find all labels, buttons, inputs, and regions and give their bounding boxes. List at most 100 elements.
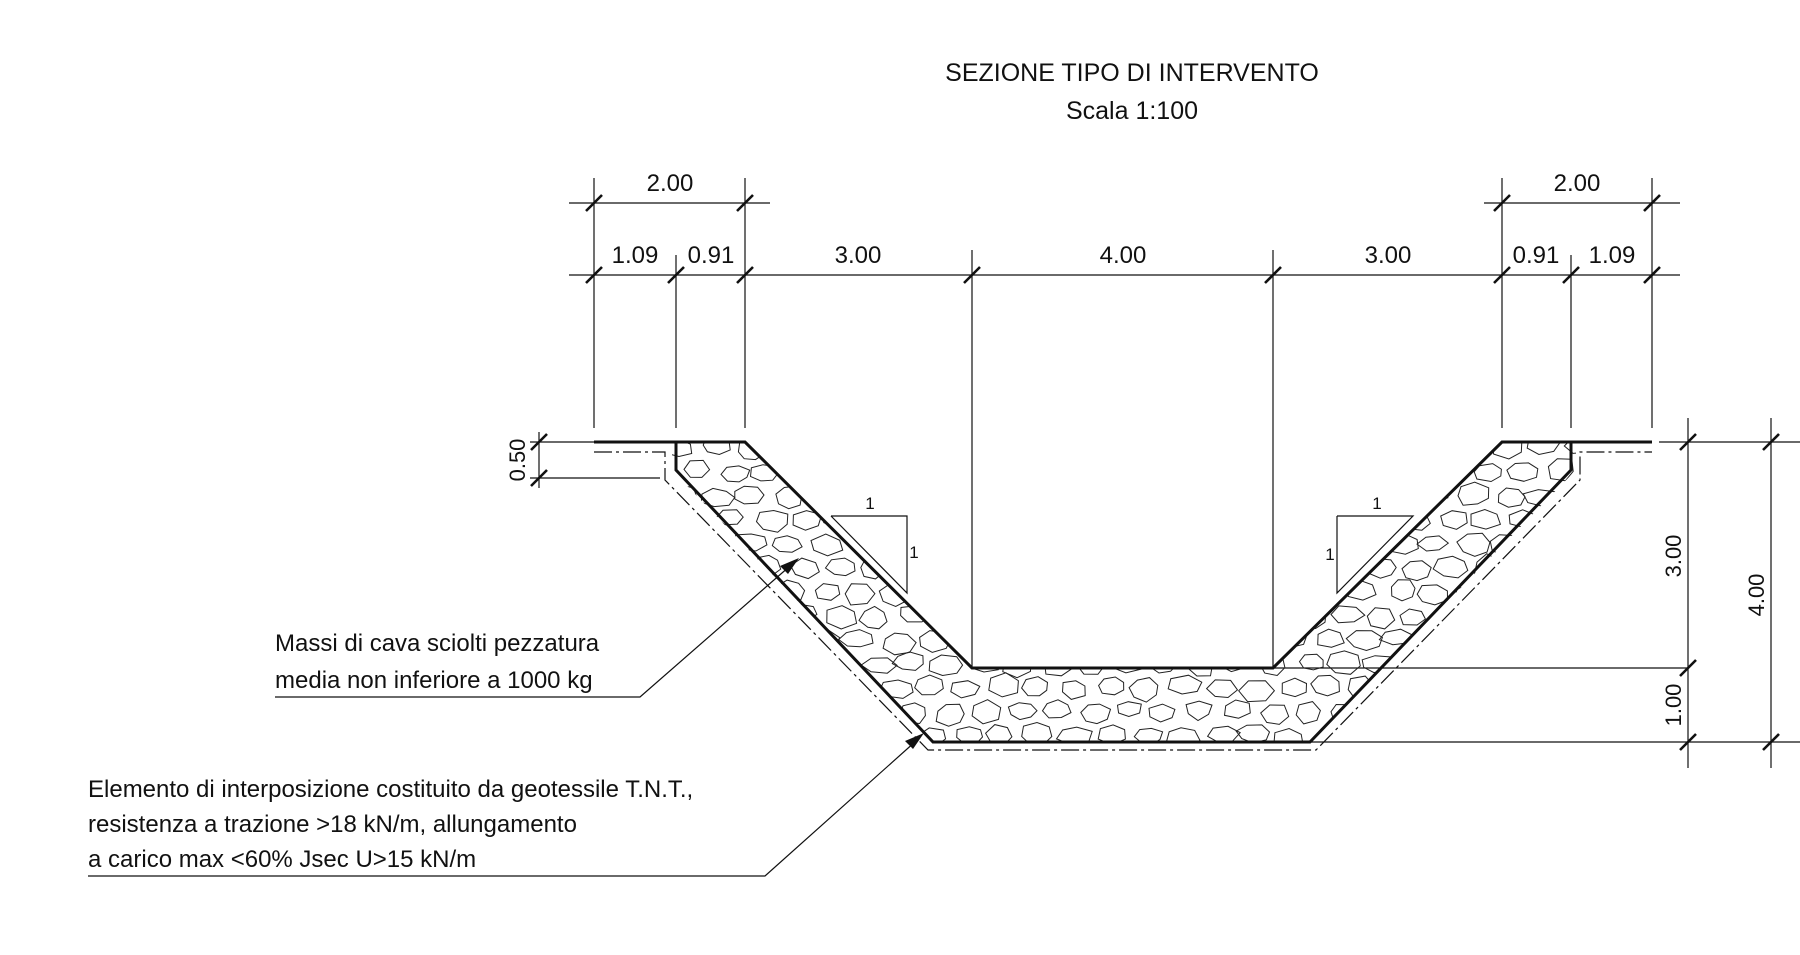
geo-note-line3: a carico max <60% Jsec U>15 kN/m [88,846,476,873]
rock-stone [700,487,736,508]
top-dimension-lines [569,178,1680,668]
rock-stone [715,701,747,722]
rock-stone [1281,677,1308,698]
rock-stone [1564,532,1576,553]
rock-stone [1474,654,1511,678]
rock-stone [1298,653,1324,671]
rock-stone [1040,556,1066,575]
rock-stone [814,727,843,742]
rock-stone [928,654,964,677]
rock-stone [1229,508,1253,533]
rock-stone [701,630,735,650]
rock-stone [1046,460,1076,483]
dim-span-1: 3.00 [835,242,882,269]
rock-stone [1293,507,1322,530]
rock-stone [1094,442,1124,459]
rock-stone [788,701,816,721]
rock-stone [1095,631,1130,649]
rock-stone [1205,582,1238,605]
rock-stone [1238,680,1276,703]
rock-stone [1525,727,1558,742]
rock-stone [883,442,916,463]
rock-stone [1526,442,1561,456]
rock-stone [843,442,875,460]
rock-stone [1437,609,1471,627]
rock-stone [1039,607,1071,628]
rock-stone [1024,583,1055,601]
rock-stone [1454,627,1487,651]
rock-stone [1564,485,1576,507]
dim-right-total: 4.00 [1744,574,1769,617]
rock-stone [1548,702,1576,725]
rock-stone [1133,629,1161,650]
rock-stone [1187,609,1215,625]
rock-stone [1423,681,1455,702]
rock-stone [1569,584,1576,605]
rock-stone [1144,513,1181,531]
rock-stone [1258,652,1286,677]
rock-stone [1059,629,1089,652]
rock-stone [770,442,799,460]
slope-indicator-right: 1 1 [1325,494,1415,595]
rock-stone [1028,532,1058,553]
rock-stone [917,442,953,456]
rock-stone [984,724,1013,742]
rock-stone [1492,631,1525,649]
rock-stone [719,654,753,678]
rock-stone [734,485,765,505]
rock-stone [1526,583,1555,600]
rock-stone [1456,532,1491,557]
rock-stone [775,485,803,510]
rock-stone [1254,605,1286,629]
rock-stone [823,704,855,721]
rock-stone [786,460,815,481]
rock-stone [858,605,888,630]
rock-stone [1205,679,1239,699]
rock-stone [1026,442,1052,455]
rock-stone [1548,606,1576,627]
rock-stone [857,699,889,722]
rock-note-line2: media non inferiore a 1000 kg [275,667,593,694]
dim-right-b: 0.91 [1513,242,1560,269]
rock-stone [1220,460,1254,482]
rock-stone [1257,557,1291,576]
rock-stone [684,650,718,675]
rock-stone [963,559,1002,581]
rock-stone [1404,651,1436,674]
rock-stone [1295,701,1321,725]
rock-stone [1399,608,1427,626]
rock-stone [948,489,983,507]
rock-stone [770,723,802,742]
rock-stone [1150,606,1183,626]
rock-stone [1062,581,1094,601]
rock-note-line1: Massi di cava sciolti pezzatura [275,630,600,657]
slope-indicator-left: 1 1 [830,494,919,595]
rock-stone [1435,705,1471,723]
rock-stone [720,465,751,483]
rock-stone [1509,605,1541,624]
rock-stone [1184,459,1214,484]
rock-stone [934,462,965,481]
rock-stone [1279,481,1315,509]
slope-right-v: 1 [1325,545,1334,564]
rock-stone [814,583,841,601]
rock-stone [672,442,693,458]
rock-stone [1422,724,1447,742]
rock-stone [1401,560,1432,582]
rock-stone [1055,726,1093,742]
rock-stone [1497,487,1526,508]
rock-stone [1135,485,1163,505]
rock-stone [1097,724,1126,742]
rock-stone [1076,605,1109,623]
rock-stone [1432,555,1469,579]
rock-stone [1309,442,1338,457]
drawing-scale: Scala 1:100 [1066,97,1198,125]
rock-stone [1074,459,1101,479]
rock-stone [1256,507,1288,527]
rock-stone [1047,508,1072,533]
rock-stone [837,675,873,697]
rock-stone [1236,484,1266,505]
rock-stone [1418,442,1455,459]
rock-stone [1205,630,1235,651]
